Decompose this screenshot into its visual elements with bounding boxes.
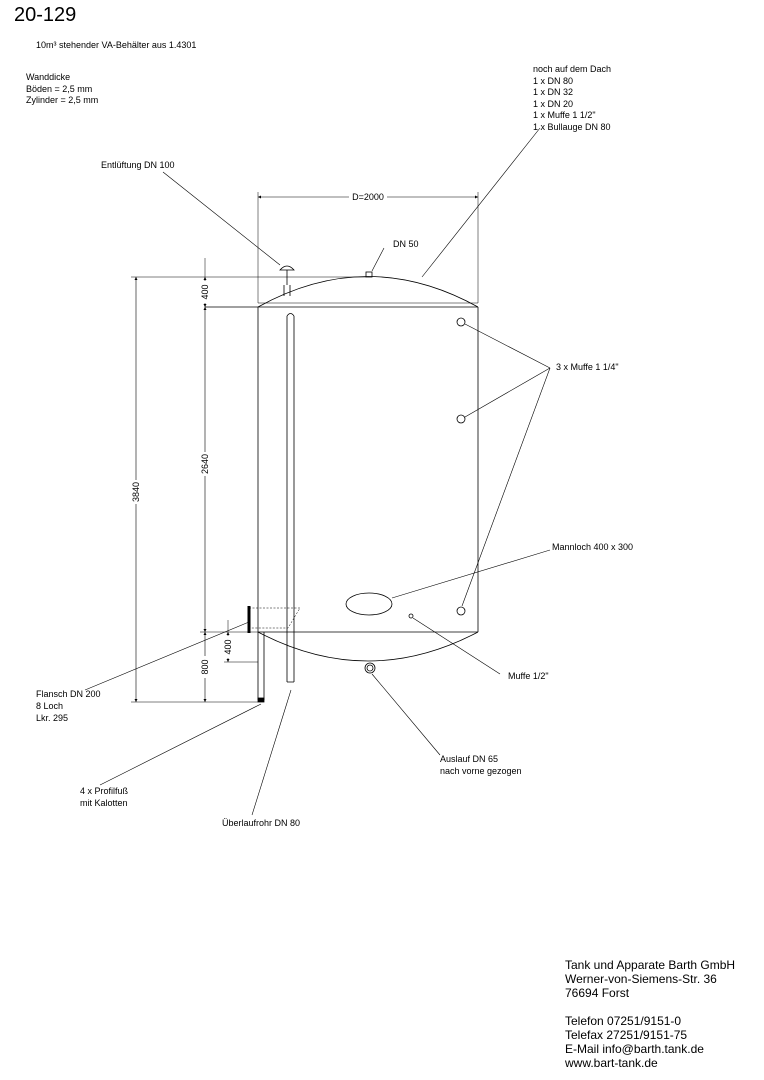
feet-label: 4 x Profilfuß <box>80 786 129 796</box>
wall-thickness-cylinder: Zylinder = 2,5 mm <box>26 95 99 105</box>
company-website: www.bart-tank.de <box>565 1056 658 1070</box>
flange-pcd-label: Lkr. 295 <box>36 713 68 723</box>
roof-note-title: noch auf dem Dach <box>533 64 612 74</box>
roof-note-line: 1 x Muffe 1 1/2" <box>533 110 596 120</box>
drawing-number: 20-129 <box>14 4 77 26</box>
tank-description: 10m³ stehender VA-Behälter aus 1.4301 <box>36 40 197 50</box>
roof-note-line: 1 x DN 20 <box>533 98 574 109</box>
leader-feet <box>99 703 262 786</box>
company-street: Werner-von-Siemens-Str. 36 <box>565 972 717 986</box>
company-fax: Telefax 27251/9151-75 <box>565 1028 688 1042</box>
leader-manhole <box>391 549 551 599</box>
roof-height-value: 400 <box>200 284 210 299</box>
leader-dn50 <box>371 247 385 272</box>
outlet-note-label: nach vorne gezogen <box>440 766 522 776</box>
wall-thickness-bottoms: Böden = 2,5 mm <box>26 83 93 94</box>
manhole-label: Mannloch 400 x 300 <box>552 542 633 552</box>
muffe-half <box>408 613 414 619</box>
dn50-label: DN 50 <box>393 239 419 249</box>
bottom-dish-value: 400 <box>223 639 233 654</box>
wall-thickness-title: Wanddicke <box>26 72 71 82</box>
roof-note-line: 1 x DN 80 <box>533 75 574 86</box>
foot-calotte <box>257 697 265 703</box>
muffe-1-1-4-top <box>456 317 466 327</box>
muffe-1-1-4-middle <box>456 414 466 424</box>
company-city: 76694 Forst <box>565 986 630 1000</box>
company-phone: Telefon 07251/9151-0 <box>565 1014 682 1028</box>
leader-muffe-3 <box>461 367 551 607</box>
leader-overflow <box>251 689 292 816</box>
leader-outlet <box>371 673 441 756</box>
leader-muffe-half <box>412 617 501 675</box>
outlet-label: Auslauf DN 65 <box>440 754 498 764</box>
company-name: Tank und Apparate Barth GmbH <box>565 958 736 972</box>
muffe-half-label: Muffe 1/2" <box>508 671 549 681</box>
flange-nozzle <box>249 607 301 629</box>
flange-holes-label: 8 Loch <box>36 701 63 711</box>
diameter-label: D=2000 <box>352 192 384 202</box>
leader-muffe-2 <box>464 367 551 418</box>
roof-note-line: 1 x Bullauge DN 80 <box>533 121 611 132</box>
muffe-1-1-4-label: 3 x Muffe 1 1/4" <box>556 362 619 372</box>
feet-calotte-label: mit Kalotten <box>80 798 128 808</box>
leader-roof <box>421 127 541 278</box>
leader-muffe-1 <box>464 323 551 369</box>
manhole <box>345 592 393 616</box>
flange-label: Flansch DN 200 <box>36 689 101 699</box>
vent-label: Entlüftung DN 100 <box>101 160 175 170</box>
roof-dish <box>257 276 479 308</box>
vent-cap <box>279 265 295 271</box>
vent-pipe <box>283 285 291 296</box>
cylinder-height-value: 2640 <box>200 454 210 474</box>
leader-vent <box>162 171 281 266</box>
dn50-nozzle <box>365 271 373 278</box>
support-foot <box>257 632 265 700</box>
outlet-dn65 <box>364 662 376 674</box>
outlet-dn65-inner <box>366 664 374 672</box>
muffe-1-1-4-bottom <box>456 606 466 616</box>
company-email: E-Mail info@barth.tank.de <box>565 1042 704 1056</box>
leader-flange <box>84 621 250 691</box>
overflow-pipe <box>286 313 295 683</box>
roof-note-line: 1 x DN 32 <box>533 87 574 97</box>
wall-thickness-note: Wanddicke Böden = 2,5 mm Zylinder = 2,5 … <box>26 72 98 107</box>
overflow-label: Überlaufrohr DN 80 <box>222 818 300 828</box>
bottom-dish <box>257 631 479 662</box>
bottom-height-value: 800 <box>200 659 210 674</box>
company-address-block: Tank und Apparate Barth GmbH Werner-von-… <box>565 958 735 1070</box>
roof-nozzles-note: noch auf dem Dach 1 x DN 80 1 x DN 32 1 … <box>533 64 611 133</box>
total-height-value: 3840 <box>131 482 141 502</box>
